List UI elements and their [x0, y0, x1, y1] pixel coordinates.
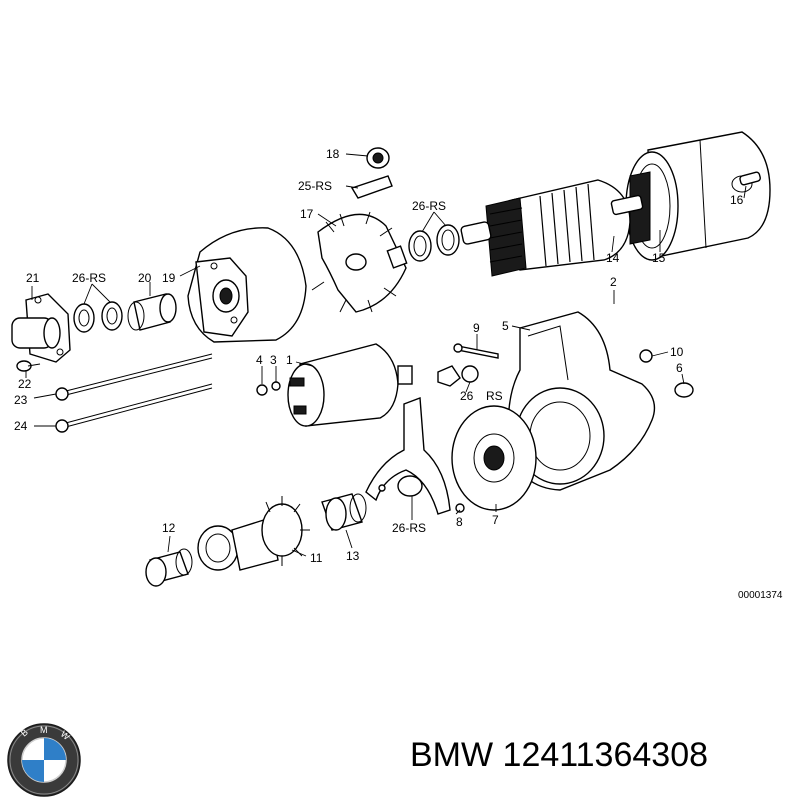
callout-25-rs: 25-RS: [298, 179, 332, 193]
callout-12: 12: [162, 521, 176, 535]
brush-holder-parts: [311, 147, 408, 313]
callout-24: 24: [14, 419, 28, 433]
callout-11: 11: [310, 551, 323, 565]
svg-text:B: B: [19, 727, 30, 739]
callout-8: 8: [456, 515, 463, 529]
callout-1: 1: [286, 353, 293, 367]
callout-23: 23: [14, 393, 28, 407]
callout-26-rs-bottom: 26-RS: [392, 521, 426, 535]
callout-16: 16: [730, 193, 744, 207]
callout-19: 19: [162, 271, 176, 285]
callout-26: 26: [460, 389, 474, 403]
callout-10: 10: [670, 345, 684, 359]
leader-lines: [25, 153, 747, 557]
bushing-part: [127, 293, 177, 331]
part-number-caption: BMW 12411364308: [410, 736, 709, 774]
callout-22: 22: [18, 377, 32, 391]
callout-17: 17: [300, 207, 314, 221]
callout-6: 6: [676, 361, 683, 375]
pinion-clutch-part: [197, 496, 310, 571]
washer-set-left: [73, 301, 123, 333]
callout-15: 15: [652, 251, 666, 265]
solenoid-part: [256, 343, 413, 427]
pole-housing-part: [625, 131, 771, 261]
callout-labels: 18 25-RS 17 26-RS 14 15 16 21 26-RS 20 1…: [14, 147, 783, 601]
pinion-bushing-part: [321, 493, 367, 531]
callout-20: 20: [138, 271, 152, 285]
sleeve-part: [145, 548, 193, 587]
callout-4: 4: [256, 353, 263, 367]
bmw-logo: B M W: [7, 723, 81, 797]
callout-9: 9: [473, 321, 480, 335]
center-small-parts: [437, 343, 499, 387]
callout-13: 13: [346, 549, 360, 563]
drive-housing-part: [507, 311, 694, 491]
callout-14: 14: [606, 251, 620, 265]
callout-7: 7: [492, 513, 499, 527]
through-bolts: [16, 353, 213, 433]
armature-part: [460, 179, 644, 277]
callout-3: 3: [270, 353, 277, 367]
callout-2: 2: [610, 275, 617, 289]
callout-26-rs-left: 26-RS: [72, 271, 106, 285]
callout-21: 21: [26, 271, 40, 285]
end-shield-part: [187, 227, 307, 343]
figure-id: 00001374: [738, 590, 783, 601]
callout-5: 5: [502, 319, 509, 333]
callout-26-rs-top: 26-RS: [412, 199, 446, 213]
fork-lever-part: [365, 397, 465, 515]
callout-18: 18: [326, 147, 340, 161]
cover-plate-part: [451, 405, 537, 511]
bearing-cap-part: [11, 293, 71, 363]
svg-text:M: M: [40, 725, 48, 735]
washer-set-top: [408, 224, 460, 262]
callout-rs: RS: [486, 389, 503, 403]
housing-screw-part: [739, 171, 761, 186]
